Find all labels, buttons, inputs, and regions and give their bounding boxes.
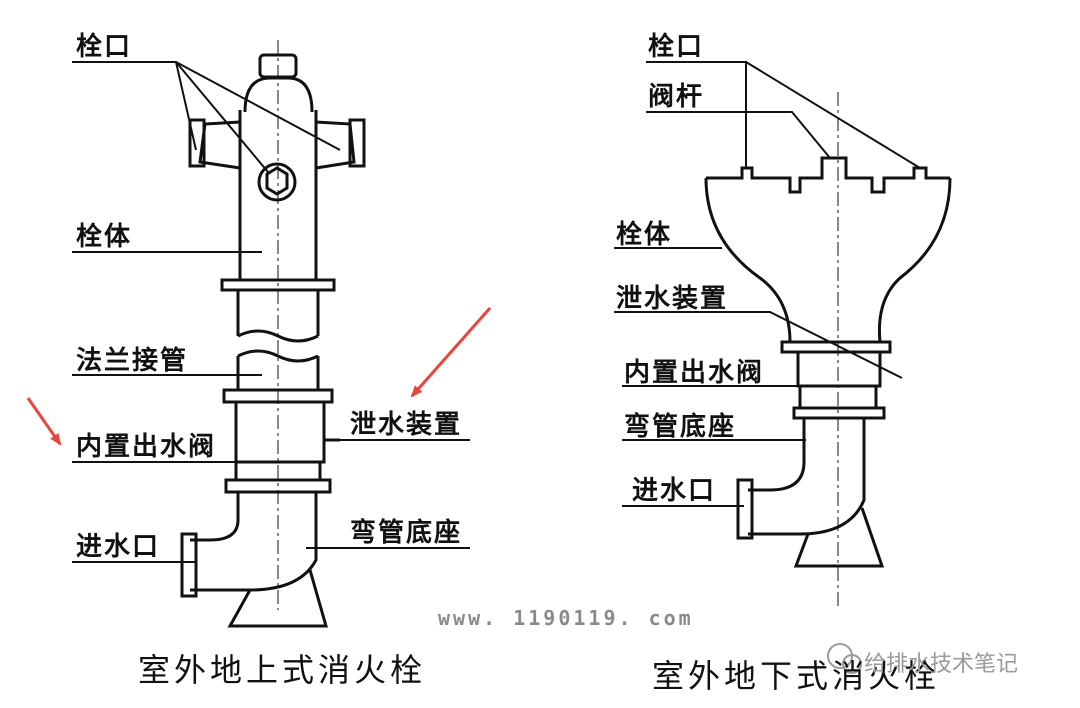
watermark-account: 给排水技术笔记 [864, 652, 1019, 677]
right-caption: 室外地下式消火栓 [652, 657, 941, 695]
right-label-elbow-base: 弯管底座 [624, 412, 737, 442]
right-label-outlet: 栓口 [648, 32, 705, 62]
left-label-elbow-base: 弯管底座 [350, 518, 463, 548]
watermark-logo-icon [827, 643, 862, 674]
left-label-inlet: 进水口 [76, 532, 161, 562]
left-label-inner-valve: 内置出水阀 [76, 432, 217, 462]
right-label-inner-valve: 内置出水阀 [624, 358, 765, 388]
watermark-url: www. 1190119. com [438, 606, 694, 630]
right-label-inlet: 进水口 [632, 476, 717, 506]
right-leader-lines [614, 61, 921, 507]
left-label-outlet: 栓口 [76, 32, 133, 62]
right-label-drain: 泄水装置 [616, 284, 729, 314]
underground-hydrant [704, 92, 952, 610]
above-ground-hydrant [180, 40, 366, 628]
right-label-stem: 阀杆 [648, 82, 705, 112]
left-label-drain: 泄水装置 [350, 410, 463, 440]
red-arrow-drain [410, 307, 492, 398]
left-label-flange-pipe: 法兰接管 [76, 346, 189, 376]
left-label-body: 栓体 [76, 222, 133, 252]
red-arrow-inner-valve [26, 397, 62, 446]
right-label-body: 栓体 [616, 220, 673, 250]
left-leader-lines [72, 61, 470, 563]
left-caption: 室外地上式消火栓 [138, 651, 427, 689]
